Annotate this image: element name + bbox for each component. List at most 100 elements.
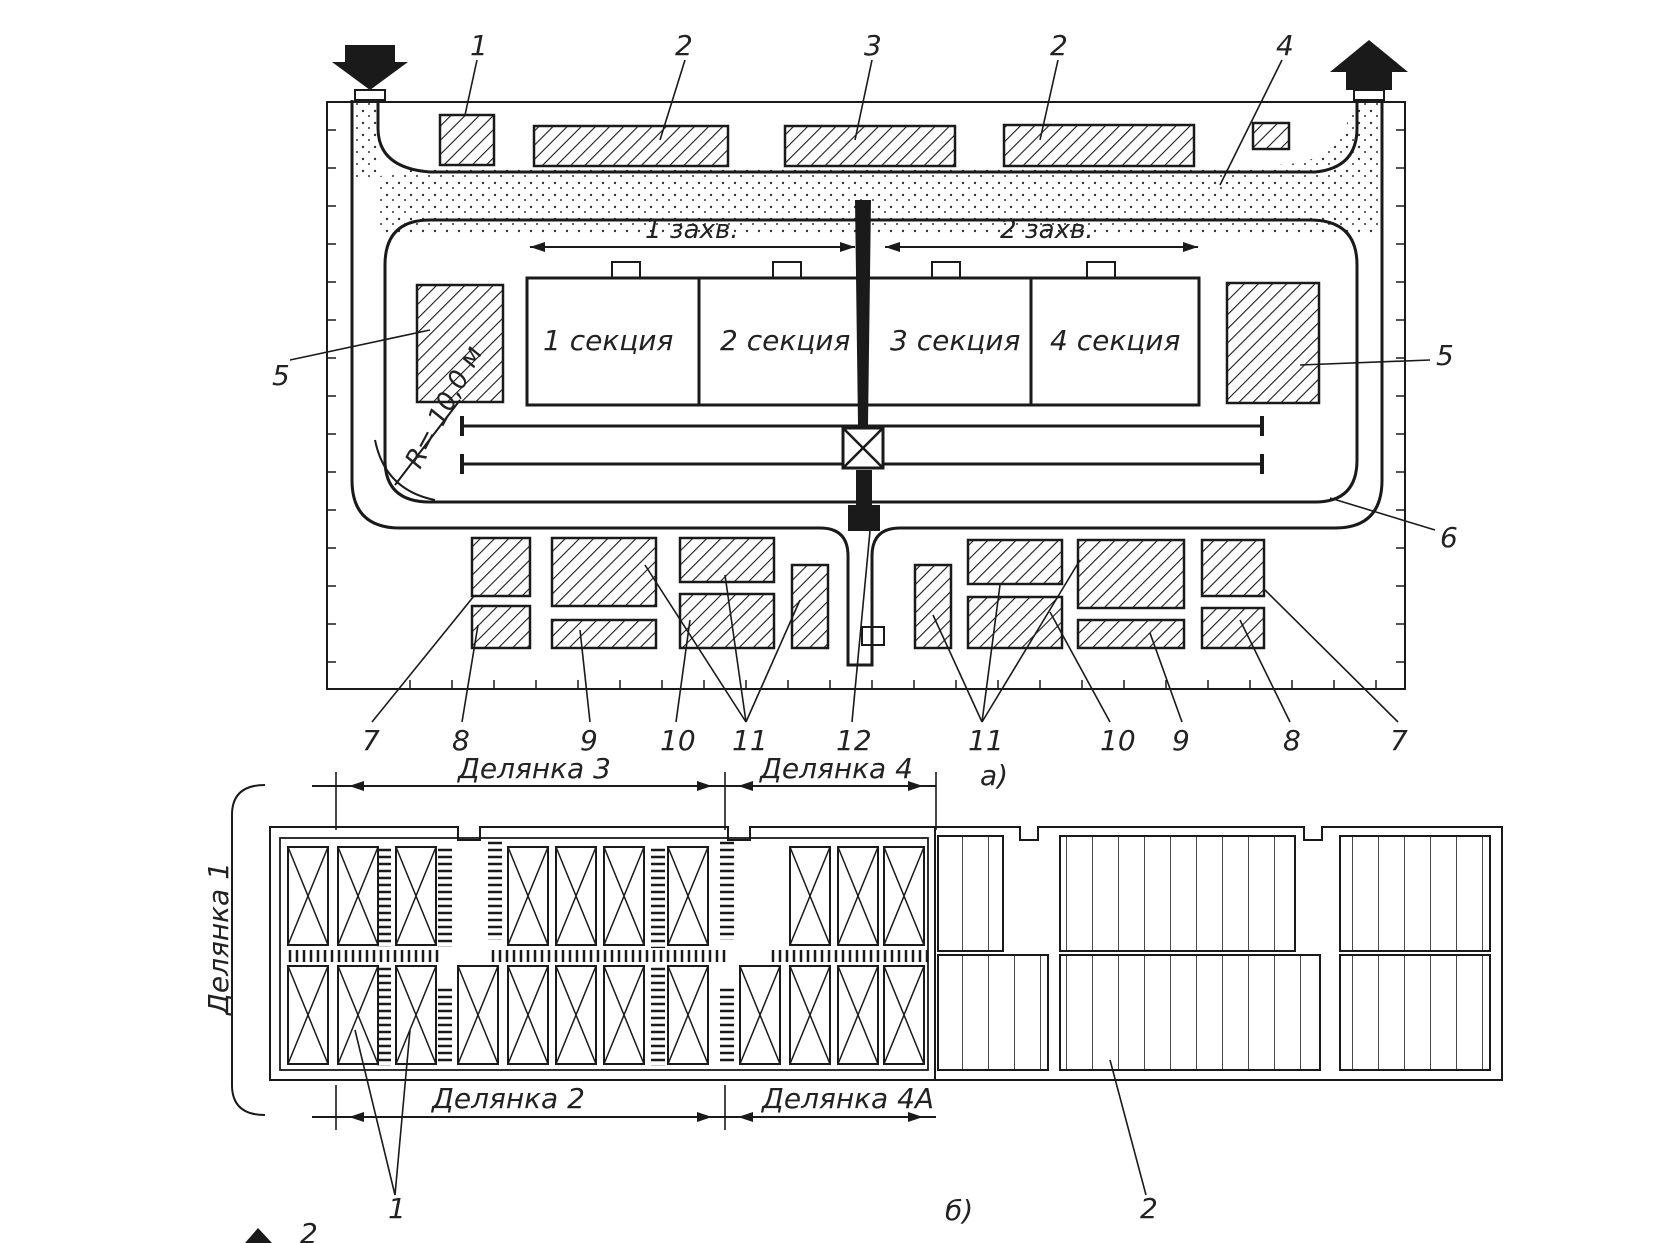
road-outline-inner-2 bbox=[383, 218, 1359, 504]
slab-cell bbox=[739, 965, 781, 1065]
plot-label-4: Делянка 4 bbox=[758, 752, 913, 785]
callout-1: 1 bbox=[470, 29, 488, 62]
caption-a: а) bbox=[980, 759, 1008, 792]
diagram-b: Делянка 3 Делянка 4 Делянка 2 Делянка 4А… bbox=[202, 752, 1503, 1227]
slab-cell bbox=[603, 965, 645, 1065]
slab-cross bbox=[287, 846, 329, 946]
corner-label: 2 bbox=[300, 1217, 318, 1243]
road-area-4 bbox=[352, 100, 1382, 235]
callout-9-left: 9 bbox=[580, 724, 598, 757]
slab-cell bbox=[603, 846, 645, 946]
callout-11-left: 11 bbox=[732, 724, 768, 757]
slab-cell bbox=[507, 846, 549, 946]
slab-cell bbox=[507, 965, 549, 1065]
callout-2b: 2 bbox=[1050, 29, 1068, 62]
callout-3: 3 bbox=[864, 29, 882, 62]
storage-block-2b bbox=[1002, 123, 1196, 168]
slab-cell bbox=[837, 965, 879, 1065]
slab-cross bbox=[667, 965, 709, 1065]
corner-mark: 2 bbox=[245, 1217, 318, 1243]
slab-cell bbox=[457, 965, 499, 1065]
section-label-4: 4 секция bbox=[1050, 324, 1180, 357]
slab-cell bbox=[395, 846, 437, 946]
plot-label-2: Делянка 2 bbox=[430, 1082, 585, 1115]
plot-boundary bbox=[231, 784, 266, 1116]
panel-block-1 bbox=[937, 835, 1004, 952]
panel-block-5 bbox=[1059, 954, 1321, 1071]
slab-cross bbox=[883, 965, 925, 1065]
slab-cross bbox=[739, 965, 781, 1065]
entrance-4 bbox=[1086, 261, 1116, 279]
caption-b: б) bbox=[945, 1194, 973, 1227]
entrance-2 bbox=[772, 261, 802, 279]
diagram-a: 1 секция 2 секция 3 секция 4 секция 1 за… bbox=[272, 29, 1458, 792]
turning-radius-arc bbox=[374, 439, 436, 501]
road-outline-inner bbox=[376, 100, 1359, 174]
slab-cross bbox=[287, 965, 329, 1065]
exit-arrow-icon bbox=[1330, 40, 1408, 101]
callout-b-1: 1 bbox=[388, 1192, 406, 1225]
slab-cell bbox=[883, 846, 925, 946]
slab-cell bbox=[837, 846, 879, 946]
section-label-1: 1 секция bbox=[543, 324, 673, 357]
slab-cross bbox=[555, 846, 597, 946]
callout-2a: 2 bbox=[675, 29, 693, 62]
slab-cell bbox=[667, 965, 709, 1065]
tower-crane-icon bbox=[841, 200, 885, 531]
callout-11-right: 11 bbox=[968, 724, 1004, 757]
panel-block-2 bbox=[1059, 835, 1296, 952]
slab-cross bbox=[337, 846, 379, 946]
slab-cell bbox=[555, 846, 597, 946]
callout-5-left: 5 bbox=[272, 359, 290, 392]
section-label-2: 2 секция bbox=[720, 324, 850, 357]
slab-cross bbox=[395, 846, 437, 946]
panel-block-4 bbox=[937, 954, 1049, 1071]
slab-cross bbox=[837, 846, 879, 946]
slab-cell bbox=[287, 846, 329, 946]
slab-row-bottom bbox=[287, 965, 925, 1065]
storage-block-5-right bbox=[1225, 281, 1321, 405]
fence-ticks bbox=[327, 129, 1405, 689]
slab-cell bbox=[395, 965, 437, 1065]
entrance-3 bbox=[931, 261, 961, 279]
slab-cross bbox=[337, 965, 379, 1065]
callout-5-right: 5 bbox=[1436, 339, 1454, 372]
storage-block-2a bbox=[532, 124, 730, 168]
callout-b-2: 2 bbox=[1140, 1192, 1158, 1225]
entrance-1 bbox=[611, 261, 641, 279]
slab-cross bbox=[837, 965, 879, 1065]
slab-cell bbox=[287, 965, 329, 1065]
callout-6: 6 bbox=[1440, 521, 1458, 554]
plot-label-4a: Делянка 4А bbox=[760, 1082, 934, 1115]
right-building-outline bbox=[934, 826, 1503, 1081]
callout-4: 4 bbox=[1276, 29, 1294, 62]
slab-cell bbox=[789, 965, 831, 1065]
plot-label-1: Делянка 1 bbox=[202, 862, 235, 1017]
road-outline-outer bbox=[350, 100, 1384, 667]
callout-10-left: 10 bbox=[660, 724, 696, 757]
slab-cross bbox=[555, 965, 597, 1065]
stage-label-2: 2 захв. bbox=[1000, 215, 1094, 245]
plot-label-3: Делянка 3 bbox=[456, 752, 611, 785]
slab-cross bbox=[603, 846, 645, 946]
slab-cross bbox=[789, 965, 831, 1065]
callout-7-left: 7 bbox=[362, 724, 380, 757]
slab-cell bbox=[555, 965, 597, 1065]
section-label-3: 3 секция bbox=[890, 324, 1020, 357]
slab-cross bbox=[507, 965, 549, 1065]
storage-block-5-left bbox=[415, 283, 505, 404]
storage-block-1 bbox=[438, 113, 496, 167]
slab-cross bbox=[395, 965, 437, 1065]
slab-cell bbox=[667, 846, 709, 946]
panel-block-3 bbox=[1339, 835, 1491, 952]
callout-9-right: 9 bbox=[1172, 724, 1190, 757]
entry-arrow-icon bbox=[332, 45, 408, 101]
slab-cross bbox=[789, 846, 831, 946]
slab-cross bbox=[883, 846, 925, 946]
callout-12: 12 bbox=[836, 724, 872, 757]
panel-block-6 bbox=[1339, 954, 1491, 1071]
callout-10-right: 10 bbox=[1100, 724, 1136, 757]
slab-cross bbox=[507, 846, 549, 946]
storage-block-small bbox=[1251, 121, 1291, 151]
